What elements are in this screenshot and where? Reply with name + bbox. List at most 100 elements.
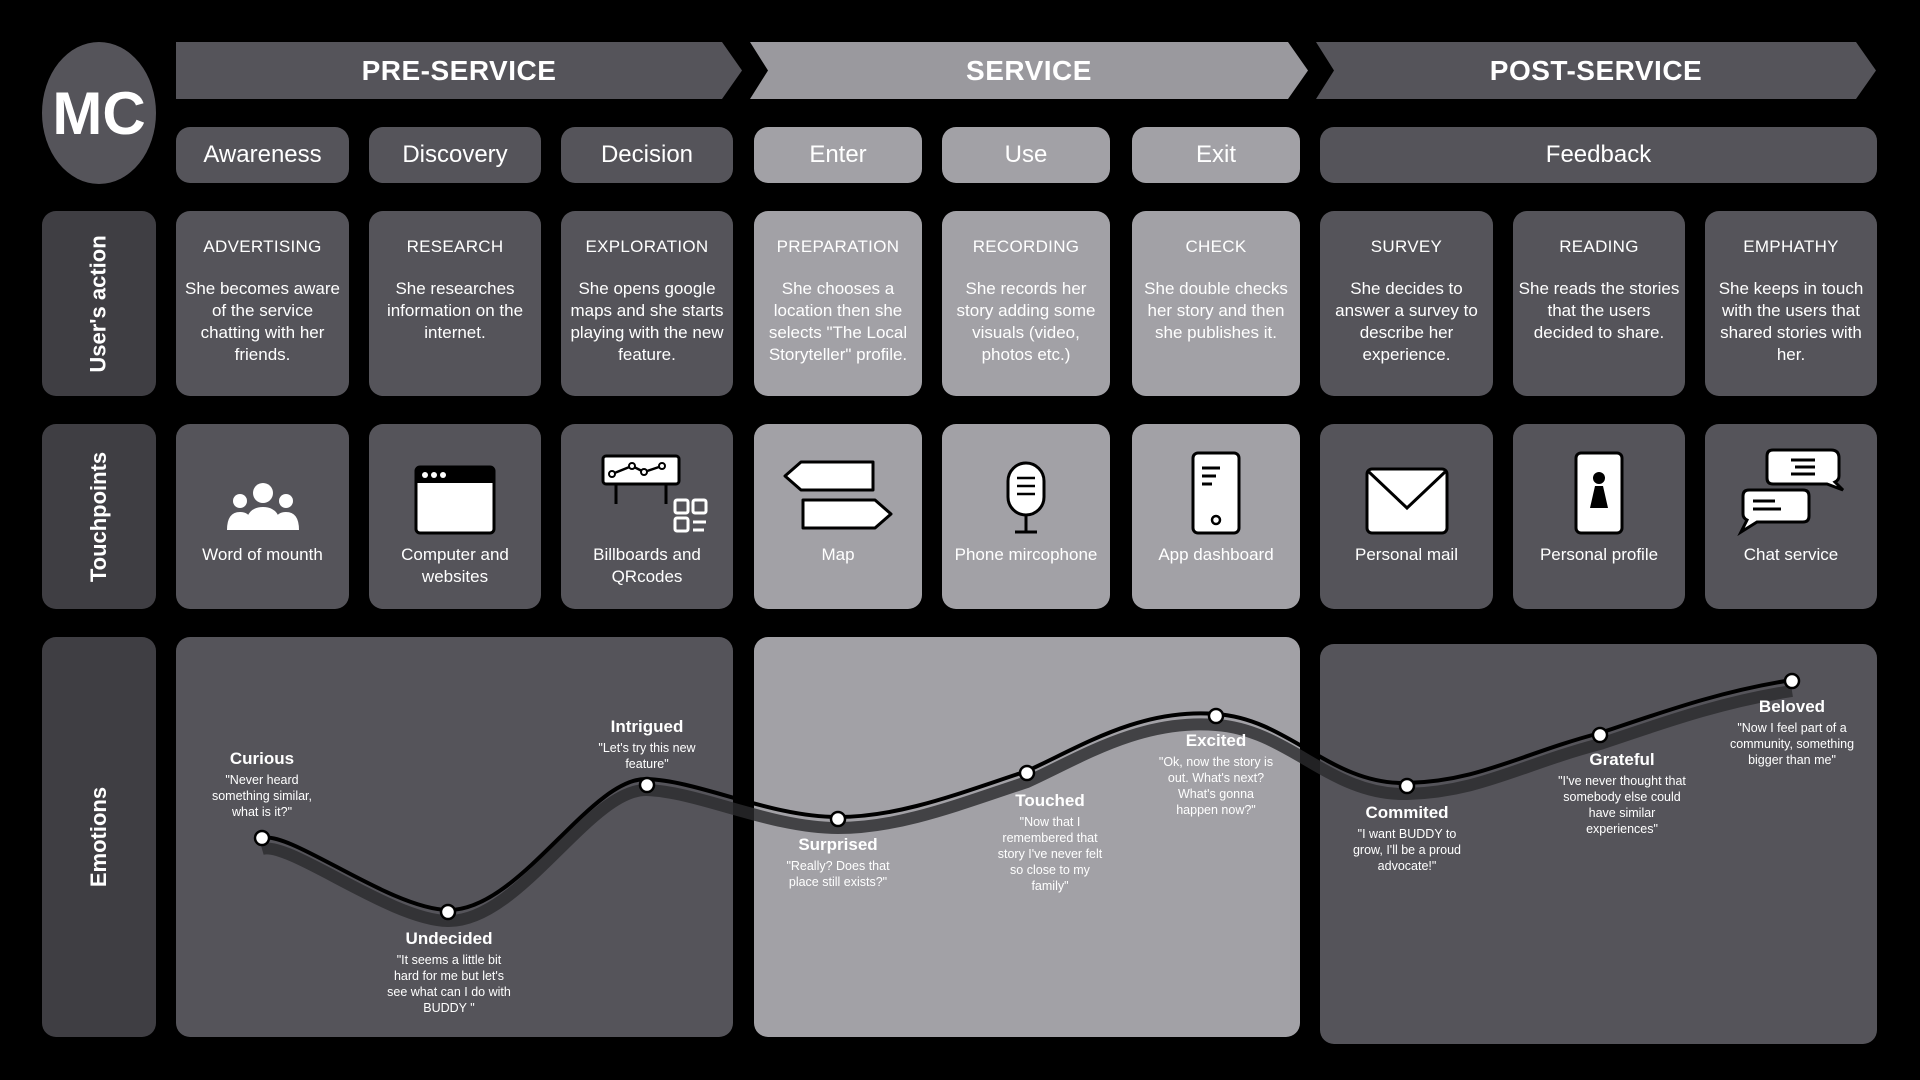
emotion-name: Curious [229, 749, 295, 768]
action-card-survey: SURVEY She decides to answer a survey to… [1320, 211, 1493, 396]
browser-window-icon [413, 444, 497, 536]
phase-service: SERVICE [750, 42, 1308, 99]
emotion-curious: Curious "Never heard something similar, … [182, 749, 342, 820]
emotion-name: Intrigued [610, 717, 684, 736]
action-card-preparation: PREPARATION She chooses a location then … [754, 211, 922, 396]
emotion-name: Beloved [1758, 697, 1826, 716]
action-title: EXPLORATION [585, 237, 709, 256]
emotion-beloved: Beloved "Now I feel part of a community,… [1712, 697, 1872, 768]
stage-awareness: Awareness [176, 127, 349, 183]
emotion-quote: "Let's try this new feature" [598, 741, 696, 771]
emotion-quote: "Really? Does that place still exists?" [786, 859, 890, 889]
stage-decision: Decision [561, 127, 733, 183]
emotion-point [1783, 672, 1801, 690]
emotion-quote: "It seems a little bit hard for me but l… [387, 953, 511, 1015]
emotion-name: Excited [1185, 731, 1247, 750]
action-card-exploration: EXPLORATION She opens google maps and sh… [561, 211, 733, 396]
action-description: She records her story adding some visual… [956, 279, 1096, 364]
phase-pre-service: PRE-SERVICE [176, 42, 742, 99]
touchpoint-label: Chat service [1743, 545, 1839, 564]
phone-app-icon [1190, 444, 1242, 536]
phase-post-service: POST-SERVICE [1316, 42, 1876, 99]
action-description: She researches information on the intern… [386, 279, 524, 342]
phase-arrow-shape [750, 42, 1308, 99]
action-description: She becomes aware of the service chattin… [185, 279, 340, 364]
emotion-name: Touched [1015, 791, 1085, 810]
emotion-quote: "Ok, now the story is out. What's next? … [1158, 755, 1274, 817]
stage-use: Use [942, 127, 1110, 183]
stage-feedback: Feedback [1320, 127, 1877, 183]
touchpoint-label: App dashboard [1158, 545, 1274, 564]
emotion-quote: "I want BUDDY to grow, I'll be a proud a… [1352, 827, 1461, 873]
emotion-surprised: Surprised "Really? Does that place still… [758, 835, 918, 890]
emotion-name: Grateful [1589, 750, 1655, 769]
phase-label: PRE-SERVICE [361, 54, 557, 86]
logo: MC [42, 42, 156, 184]
action-description: She chooses a location then she selects … [768, 279, 908, 364]
emotion-point [253, 829, 271, 847]
emotion-point [1591, 726, 1609, 744]
phase-label: SERVICE [966, 54, 1092, 86]
emotion-quote: "Now that I remembered that story I've n… [997, 815, 1103, 893]
row-label-emotions: Emotions [42, 637, 156, 1037]
action-card-reading: READING She reads the stories that the u… [1513, 211, 1685, 396]
billboard-qrcode-icon [582, 444, 712, 536]
microphone-icon [1001, 444, 1051, 536]
emotion-quote: "I've never thought that somebody else c… [1558, 774, 1686, 836]
stage-discovery: Discovery [369, 127, 541, 183]
touchpoint-label: Computer and websites [401, 545, 509, 586]
emotion-touched: Touched "Now that I remembered that stor… [970, 791, 1130, 894]
action-card-research: RESEARCH She researches information on t… [369, 211, 541, 396]
emotion-undecided: Undecided "It seems a little bit hard fo… [369, 929, 529, 1016]
touchpoint-phone-microphone: Phone mircophone [942, 424, 1110, 609]
emotion-name: Commited [1365, 803, 1449, 822]
action-description: She double checks her story and then she… [1144, 279, 1288, 342]
emotion-grateful: Grateful "I've never thought that somebo… [1542, 750, 1702, 837]
action-title: READING [1559, 237, 1639, 256]
action-title: PREPARATION [776, 237, 900, 256]
emotion-excited: Excited "Ok, now the story is out. What'… [1136, 731, 1296, 818]
action-description: She reads the stories that the users dec… [1518, 279, 1680, 342]
emotion-quote: "Now I feel part of a community, somethi… [1729, 721, 1855, 767]
emotion-quote: "Never heard something similar, what is … [211, 773, 313, 819]
phase-arrow-shape [1316, 42, 1876, 99]
touchpoint-label: Personal profile [1539, 545, 1659, 564]
emotion-intrigued: Intrigued "Let's try this new feature" [567, 717, 727, 772]
action-description: She decides to answer a survey to descri… [1335, 279, 1478, 364]
touchpoint-label: Phone mircophone [954, 545, 1098, 564]
emotions-panel-service [754, 637, 1300, 1037]
phase-label: POST-SERVICE [1489, 54, 1703, 86]
touchpoint-personal-profile: Personal profile [1513, 424, 1685, 609]
profile-phone-icon [1573, 444, 1625, 536]
action-card-advertising: ADVERTISING She becomes aware of the ser… [176, 211, 349, 396]
action-title: ADVERTISING [203, 237, 322, 256]
touchpoint-chat-service: Chat service [1705, 424, 1877, 609]
phase-arrow-shape [176, 42, 742, 99]
people-icon [225, 444, 301, 536]
touchpoint-map: Map [754, 424, 922, 609]
action-card-check: CHECK She double checks her story and th… [1132, 211, 1300, 396]
emotion-point [439, 903, 457, 921]
action-card-recording: RECORDING She records her story adding s… [942, 211, 1110, 396]
touchpoint-app-dashboard: App dashboard [1132, 424, 1300, 609]
touchpoint-label: Billboards and QRcodes [593, 545, 701, 586]
emotion-point [638, 776, 656, 794]
envelope-icon [1364, 444, 1450, 536]
action-title: EMPHATHY [1743, 237, 1839, 256]
row-label-users-action: User's action [42, 211, 156, 396]
emotion-point [1398, 777, 1416, 795]
emotion-name: Undecided [405, 929, 493, 948]
emotion-commited: Commited "I want BUDDY to grow, I'll be … [1327, 803, 1487, 874]
touchpoint-label: Personal mail [1355, 545, 1458, 564]
action-title: RESEARCH [406, 237, 504, 256]
emotions-panel-post-service [1320, 644, 1877, 1044]
action-title: CHECK [1185, 237, 1247, 256]
row-label-touchpoints: Touchpoints [42, 424, 156, 609]
emotion-name: Surprised [798, 835, 878, 854]
action-title: RECORDING [972, 237, 1080, 256]
touchpoint-label: Word of mounth [202, 545, 323, 564]
touchpoint-billboards-qrcodes: Billboards and QRcodes [561, 424, 733, 609]
action-description: She opens google maps and she starts pla… [570, 279, 724, 364]
signpost-icon [783, 444, 893, 536]
